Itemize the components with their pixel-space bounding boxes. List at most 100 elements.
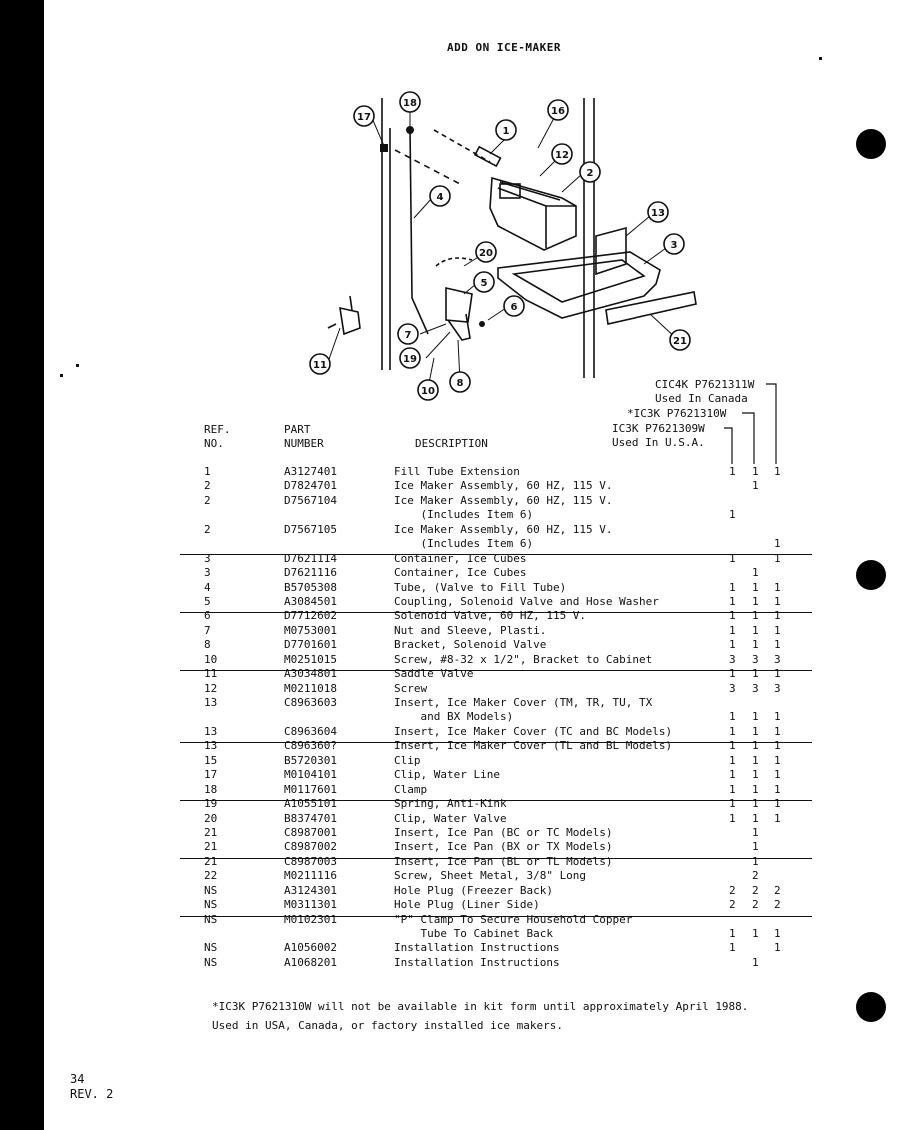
qty-cic4k-cell: 1	[774, 782, 781, 796]
ref-cell: NS	[204, 941, 218, 955]
scan-left-edge	[0, 0, 44, 1130]
table-row: 2 D7567105 Ice Maker Assembly, 60 HZ, 115 …	[204, 523, 816, 537]
description-cell: Bracket, Solenoid Valve	[394, 638, 547, 652]
part-number-cell: C8963603	[284, 696, 337, 709]
description-cell: Coupling, Solenoid Valve and Hose Washer	[394, 594, 659, 608]
qty-ic3k-cell: 1	[729, 753, 736, 767]
ref-cell: 10	[204, 652, 218, 666]
svg-text:1: 1	[503, 126, 510, 137]
callout-2: 2	[579, 161, 601, 183]
ref-cell: NS	[204, 898, 218, 912]
part-number-cell: D7621116	[284, 566, 337, 580]
callout-12: 12	[551, 143, 573, 165]
callout-4: 4	[429, 185, 451, 207]
qty-ic3k-cell: 1	[729, 724, 736, 738]
qty-ic3k-cell: 1	[729, 594, 736, 608]
description-cell: Ice Maker Assembly, 60 HZ, 115 V.	[394, 522, 613, 536]
binder-hole	[856, 560, 886, 590]
description-cell: Insert, Ice Pan (BL or TL Models)	[394, 854, 613, 868]
description-cell: Tube, (Valve to Fill Tube)	[394, 580, 567, 594]
qty-ic3k-star-cell: 3	[752, 681, 759, 695]
part-number-cell: D7701601	[284, 638, 337, 652]
ref-cell: 12	[204, 681, 218, 695]
description-cell: Hole Plug (Liner Side)	[394, 898, 540, 912]
table-row: (Includes Item 6)1	[204, 508, 816, 522]
svg-text:6: 6	[511, 302, 518, 313]
qty-ic3k-cell: 1	[729, 782, 736, 796]
ref-cell: NS	[204, 912, 218, 926]
description-cell: Installation Instructions	[394, 955, 560, 969]
callout-5: 5	[473, 271, 495, 293]
part-number-cell: C8987003	[284, 854, 337, 868]
callout-10: 10	[417, 379, 439, 401]
scan-speck	[60, 374, 63, 377]
svg-text:16: 16	[551, 106, 565, 117]
qty-cic4k-cell: 1	[774, 739, 781, 753]
qty-ic3k-cell: 1	[729, 739, 736, 753]
description-cell: Fill Tube Extension	[394, 465, 520, 478]
description-cell: Container, Ice Cubes	[394, 566, 527, 580]
part-number-cell: C8963604	[284, 724, 337, 738]
kit-column-brackets	[724, 383, 777, 464]
description-cell: Insert, Ice Maker Cover (TM, TR, TU, TX	[394, 696, 653, 709]
ref-no-header: REF. NO.	[204, 423, 231, 450]
description-cell: Insert, Ice Maker Cover (TC and BC Model…	[394, 724, 673, 738]
qty-cic4k-cell: 1	[774, 797, 781, 811]
qty-ic3k-star-cell: 3	[752, 652, 759, 666]
ref-cell: 18	[204, 782, 218, 796]
ref-cell: 2	[204, 479, 211, 493]
qty-cic4k-cell: 1	[774, 537, 781, 551]
qty-ic3k-star-cell: 1	[752, 782, 759, 796]
qty-ic3k-cell: 1	[729, 508, 736, 522]
ref-cell: 2	[204, 522, 211, 536]
part-number-cell: M0117601	[284, 782, 337, 796]
svg-text:5: 5	[481, 278, 488, 289]
qty-ic3k-star-cell: 1	[752, 465, 759, 478]
qty-ic3k-star-cell: 1	[752, 710, 759, 724]
description-cell: Nut and Sleeve, Plasti.	[394, 623, 547, 637]
part-number-cell: M0104101	[284, 768, 337, 782]
qty-ic3k-cell: 1	[729, 465, 736, 478]
ref-cell: 21	[204, 840, 218, 854]
description-cell: "P" Clamp To Secure Household Copper	[394, 912, 633, 926]
scan-speck	[819, 57, 822, 60]
table-row: NS M0102301 "P" Clamp To Secure Household …	[204, 913, 816, 927]
qty-ic3k-star-cell: 1	[752, 927, 759, 940]
qty-ic3k-star-cell: 1	[752, 854, 759, 868]
qty-ic3k-cell: 3	[729, 652, 736, 666]
part-number-cell: M0102301	[284, 912, 337, 926]
qty-ic3k-cell: 1	[729, 768, 736, 782]
qty-ic3k-cell: 1	[729, 710, 736, 724]
kit-header-ic3k-star: *IC3K P7621310W	[627, 407, 727, 420]
page-title: ADD ON ICE-MAKER	[447, 41, 561, 54]
callout-13: 13	[647, 201, 669, 223]
qty-ic3k-star-cell: 1	[752, 739, 759, 753]
ref-cell: 22	[204, 869, 218, 883]
qty-ic3k-star-cell: 1	[752, 580, 759, 594]
revision: REV. 2	[70, 1087, 114, 1101]
svg-text:17: 17	[357, 112, 371, 123]
svg-text:7: 7	[405, 330, 412, 341]
part-number-cell: D7567105	[284, 522, 337, 536]
part-number-cell: M0211116	[284, 869, 337, 883]
description-cell: and BX Models)	[394, 710, 514, 724]
callout-7: 7	[397, 323, 419, 345]
callout-20: 20	[475, 241, 497, 263]
qty-ic3k-star-cell: 1	[752, 566, 759, 580]
qty-cic4k-cell: 1	[774, 465, 781, 478]
qty-cic4k-cell: 1	[774, 753, 781, 767]
qty-cic4k-cell: 2	[774, 883, 781, 897]
description-cell: Clip, Water Line	[394, 768, 500, 782]
ref-cell: 15	[204, 753, 218, 767]
